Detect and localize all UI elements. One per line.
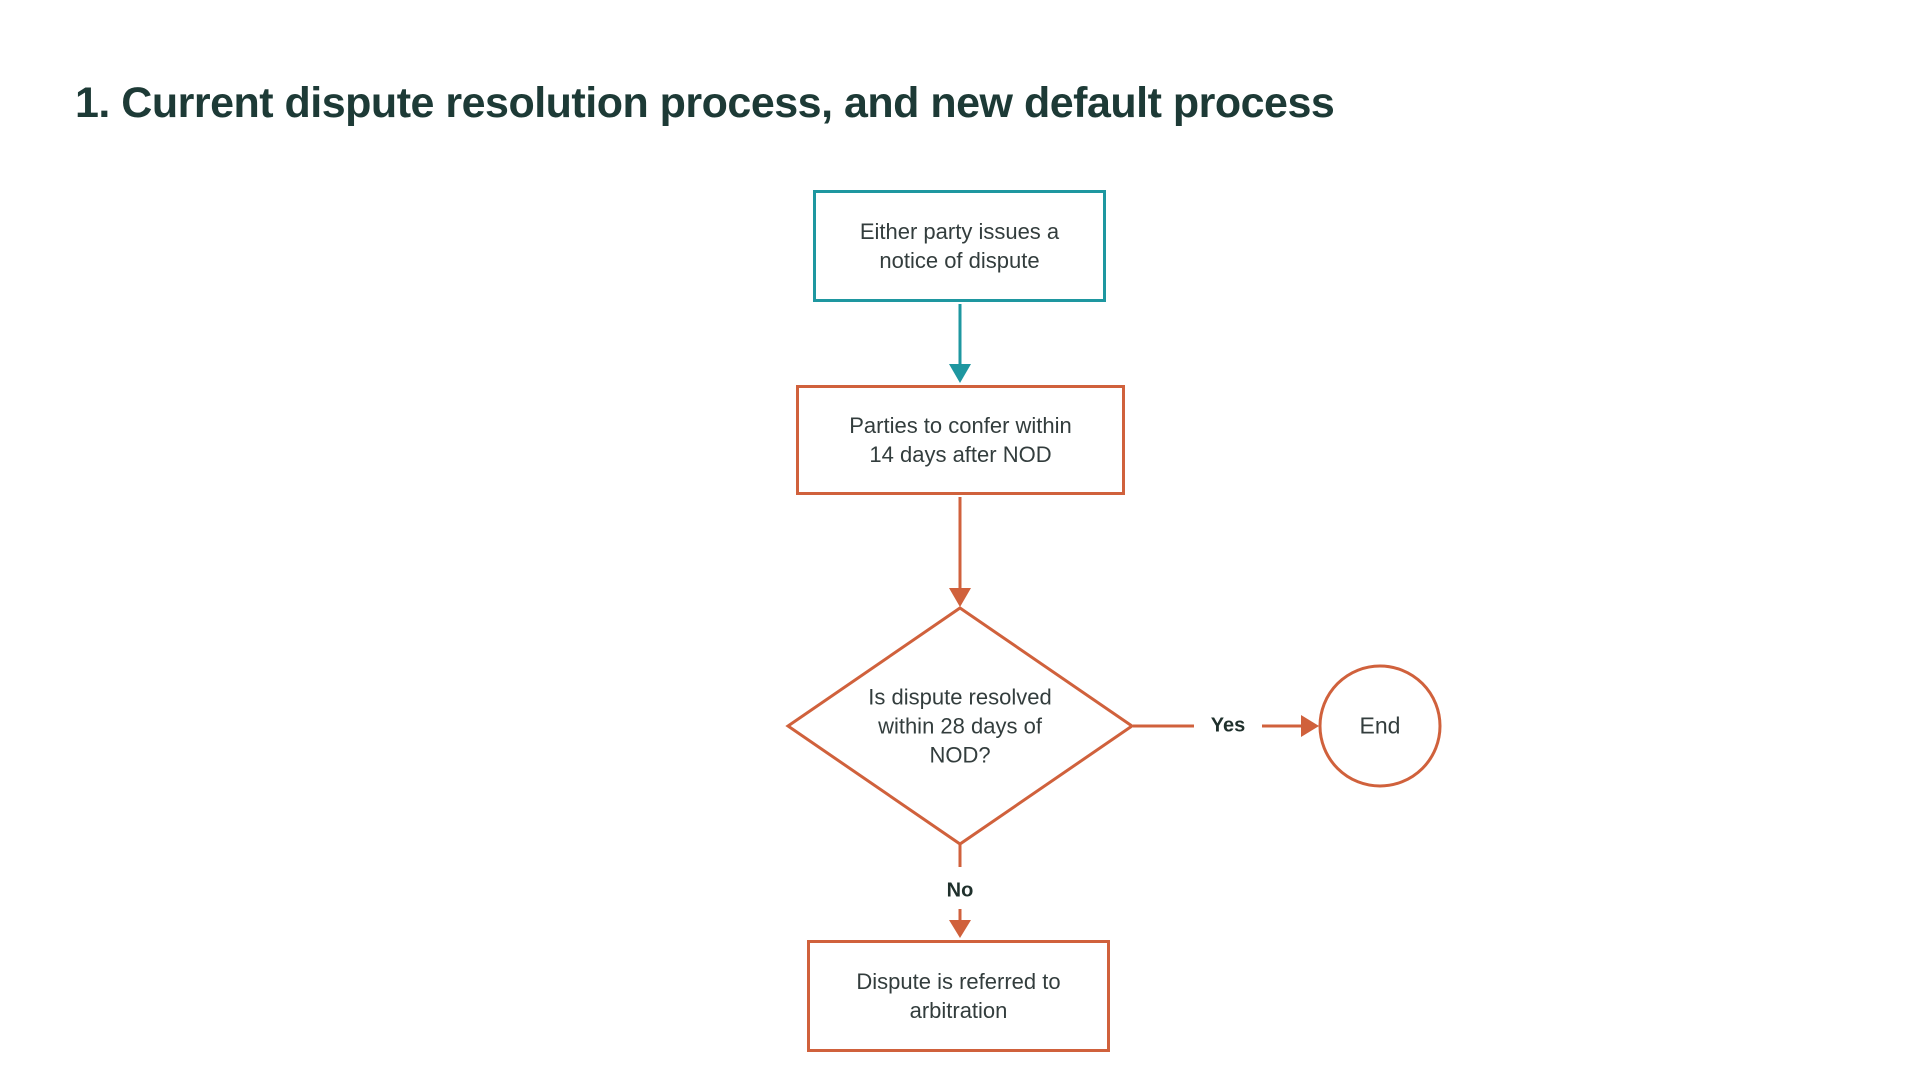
- end-circle-shape: [1318, 664, 1442, 788]
- page-title: 1. Current dispute resolution process, a…: [75, 78, 1335, 127]
- arrowhead-no-to-arbitration: [949, 920, 971, 938]
- node-arbitration-label: Dispute is referred to arbitration: [856, 968, 1061, 1023]
- arrowhead-confer-to-decision: [949, 588, 971, 607]
- node-start: Either party issues a notice of dispute: [813, 190, 1106, 302]
- node-confer-label: Parties to confer within 14 days after N…: [849, 412, 1072, 467]
- edge-label-yes: Yes: [1210, 714, 1246, 737]
- node-decision-label: Is dispute resolved within 28 days of NO…: [868, 684, 1052, 768]
- node-arbitration: Dispute is referred to arbitration: [807, 940, 1110, 1052]
- arrowhead-yes-to-end: [1301, 715, 1319, 737]
- decision-diamond-shape: [785, 606, 1135, 846]
- arrowhead-start-to-confer: [949, 364, 971, 383]
- edge-label-no: No: [946, 879, 974, 902]
- node-confer: Parties to confer within 14 days after N…: [796, 385, 1125, 495]
- node-end-label: End: [1359, 712, 1401, 739]
- node-start-label: Either party issues a notice of dispute: [859, 218, 1060, 273]
